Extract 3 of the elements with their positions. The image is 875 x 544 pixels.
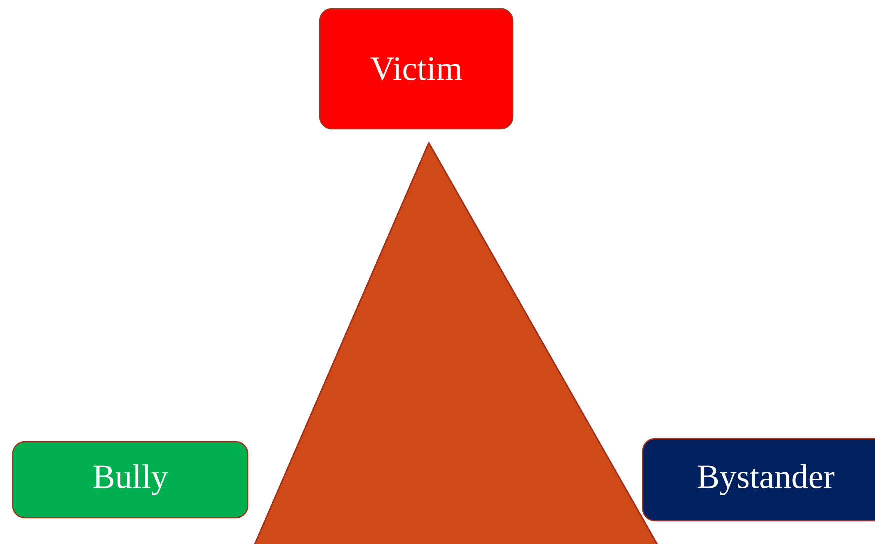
label-box: Bystander xyxy=(642,438,875,522)
label-box: Bully xyxy=(12,441,249,519)
label-box: Victim xyxy=(319,8,514,130)
